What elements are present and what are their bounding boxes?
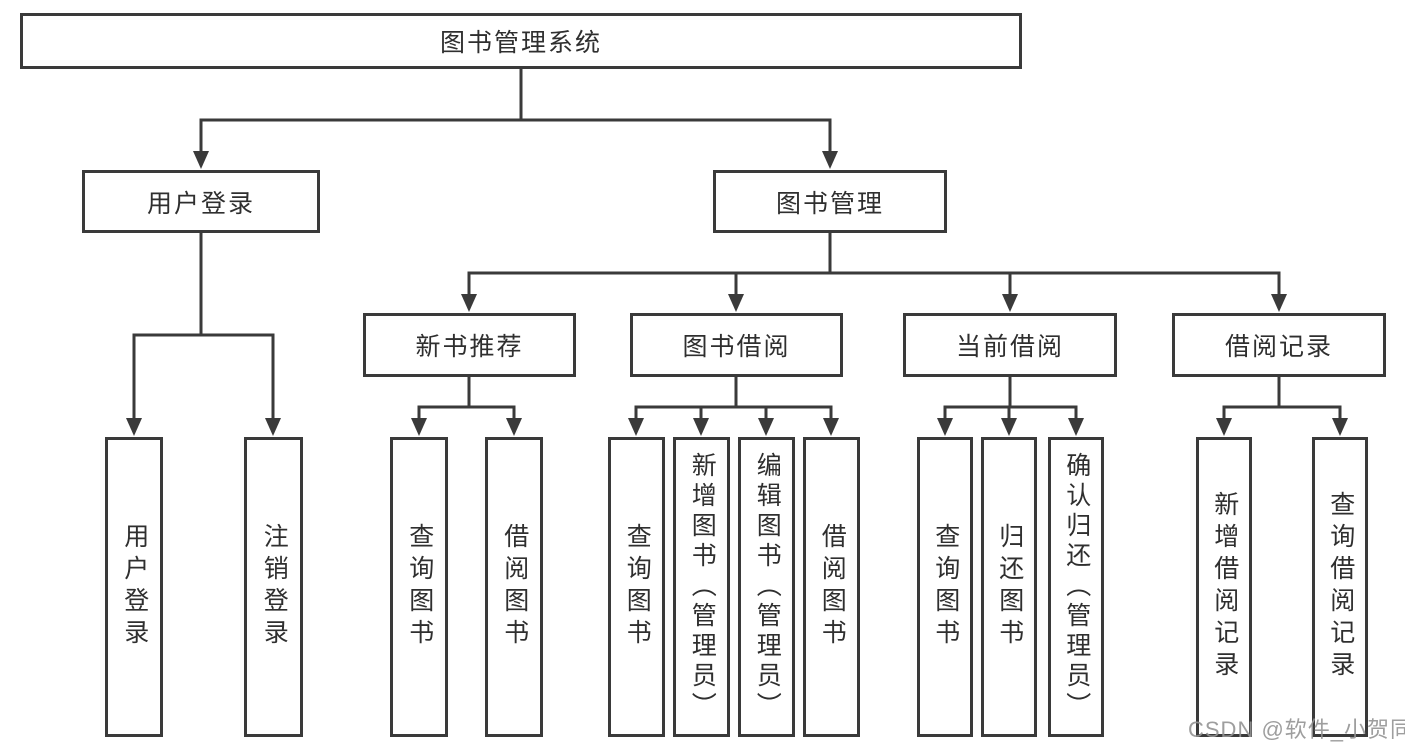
leaf-label: 用户登录: [120, 523, 149, 651]
leaf-confirm-return-admin: 确认归还（管理员）: [1048, 437, 1104, 737]
leaf-borrow-books-recommend: 借阅图书: [485, 437, 543, 737]
csdn-watermark: CSDN @软件_小贺同学: [1188, 717, 1405, 742]
leaf-label: 注销登录: [260, 523, 289, 651]
leaf-label: 借阅图书: [818, 523, 847, 651]
leaf-label: 查询图书: [623, 523, 652, 651]
leaf-query-borrow-record: 查询借阅记录: [1312, 437, 1368, 737]
node-label: 图书借阅: [682, 333, 791, 361]
node-new-book-recommend: 新书推荐: [363, 313, 576, 377]
leaf-label: 查询借阅记录: [1326, 491, 1355, 683]
node-borrow-records: 借阅记录: [1172, 313, 1386, 377]
leaf-label: 编辑图书（管理员）: [753, 452, 782, 722]
node-label: 新书推荐: [415, 333, 524, 361]
node-label: 当前借阅: [955, 333, 1064, 361]
leaf-user-login: 用户登录: [105, 437, 163, 737]
node-current-borrow: 当前借阅: [903, 313, 1117, 377]
node-root-system: 图书管理系统: [20, 13, 1022, 69]
node-book-borrow: 图书借阅: [630, 313, 843, 377]
leaf-label: 新增借阅记录: [1210, 491, 1239, 683]
leaf-return-books: 归还图书: [981, 437, 1037, 737]
leaf-borrow-books: 借阅图书: [803, 437, 860, 737]
leaf-label: 归还图书: [995, 523, 1024, 651]
leaf-query-books-borrow: 查询图书: [608, 437, 665, 737]
node-user-login-group: 用户登录: [82, 170, 320, 233]
leaf-logout: 注销登录: [244, 437, 303, 737]
node-label: 图书管理: [775, 189, 884, 218]
leaf-label: 确认归还（管理员）: [1062, 452, 1091, 722]
leaf-label: 借阅图书: [500, 523, 529, 651]
leaf-add-borrow-record: 新增借阅记录: [1196, 437, 1252, 737]
node-label: 借阅记录: [1224, 333, 1333, 361]
leaf-label: 新增图书（管理员）: [688, 452, 717, 722]
node-book-management: 图书管理: [713, 170, 947, 233]
node-label: 图书管理系统: [439, 29, 602, 57]
leaf-label: 查询图书: [931, 523, 960, 651]
node-label: 用户登录: [146, 189, 255, 218]
leaf-label: 查询图书: [405, 523, 434, 651]
leaf-edit-books-admin: 编辑图书（管理员）: [738, 437, 795, 737]
leaf-add-books-admin: 新增图书（管理员）: [673, 437, 730, 737]
leaf-query-books-current: 查询图书: [917, 437, 973, 737]
leaf-query-books-recommend: 查询图书: [390, 437, 448, 737]
